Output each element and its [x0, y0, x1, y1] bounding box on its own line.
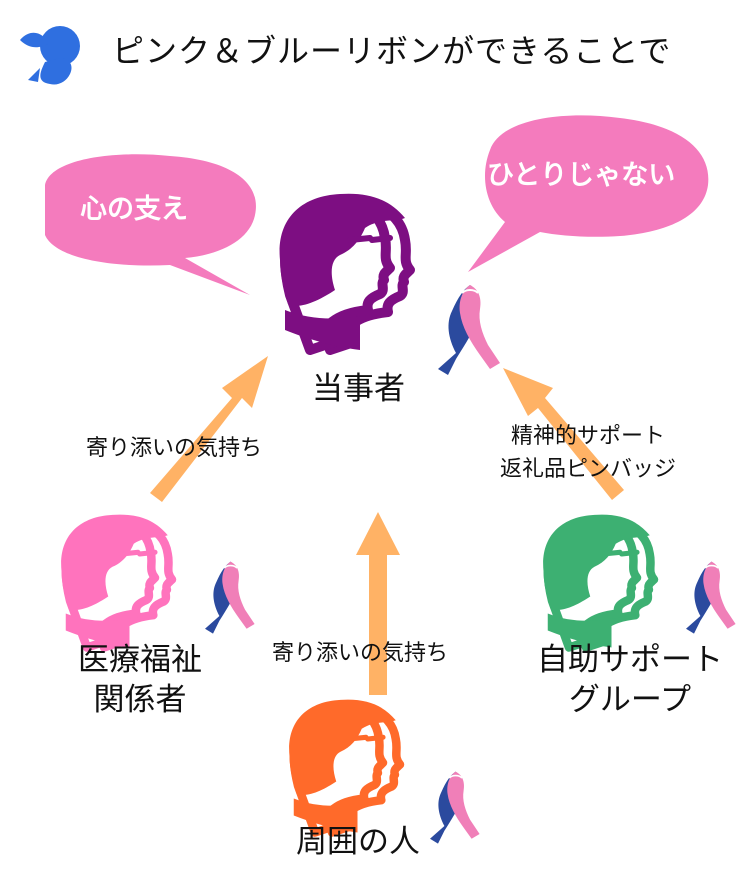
medical-label-line1: 医療福祉 [78, 642, 202, 678]
awareness-ribbon-icon [437, 284, 501, 376]
awareness-ribbon-icon [429, 770, 481, 845]
speech-bubble-right [468, 115, 709, 272]
support-label-line1: 自助サポート [537, 642, 723, 678]
right-arrow-note-line1: 精神的サポート [511, 424, 666, 449]
support-label-line2: グループ [568, 682, 692, 718]
left-arrow-note: 寄り添いの気持ち [86, 436, 263, 461]
bubble-right-text: ひとりじゃない [487, 160, 676, 191]
face-profile-icon [543, 515, 654, 648]
right-arrow-note-line2: 返礼品ピンバッジ [500, 457, 677, 482]
middle-arrow-note: 寄り添いの気持ち [272, 641, 449, 666]
awareness-ribbon-icon [204, 560, 256, 635]
surrounding-label: 周囲の人 [296, 824, 420, 860]
medical-label: 医療福祉 関係者 [50, 640, 230, 720]
support-label: 自助サポート グループ [520, 640, 740, 720]
angel-icon [20, 26, 80, 85]
center-label: 当事者 [312, 371, 405, 407]
awareness-ribbon-icon [685, 560, 737, 635]
face-profile-icon [61, 515, 172, 648]
bubble-left-text: 心の支え [80, 194, 188, 225]
face-profile-icon [289, 700, 400, 833]
page-title: ピンク＆ブルーリボンができることで [112, 32, 672, 70]
speech-bubble-left [45, 154, 256, 295]
medical-label-line2: 関係者 [93, 682, 187, 718]
right-arrow-note: 精神的サポート 返礼品ピンバッジ [500, 420, 676, 486]
arrow-icon [150, 356, 624, 695]
face-profile-icon [280, 194, 410, 350]
